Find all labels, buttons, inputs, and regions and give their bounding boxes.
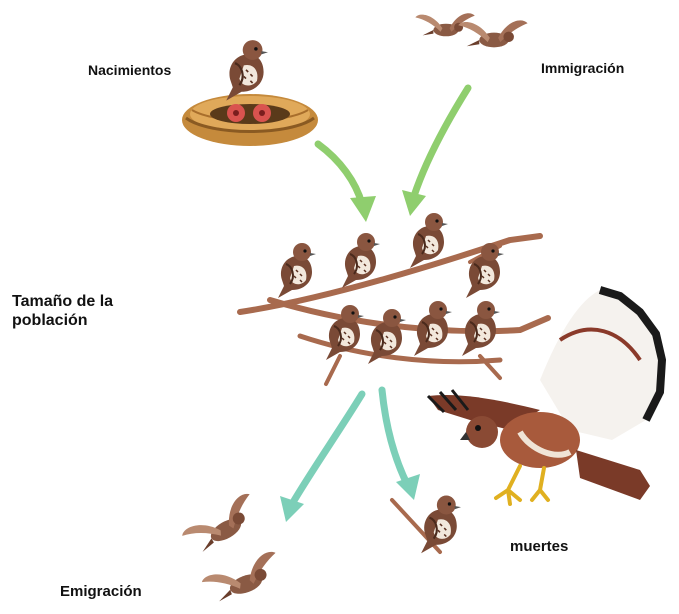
deaths-label: muertes (510, 538, 568, 555)
outflow-arrows (280, 390, 420, 522)
population-size-line1: Tamaño de la (12, 293, 113, 310)
caught-sparrow-icon (392, 496, 461, 554)
nest-with-chicks-icon (182, 40, 318, 146)
flying-sparrows-icon (415, 13, 527, 47)
population-size-line2: población (12, 312, 88, 329)
perched-sparrows-icon (240, 213, 548, 384)
population-size-label: Tamaño de la población (12, 292, 113, 330)
emigration-label: Emigración (60, 583, 142, 600)
inflow-arrows (318, 88, 468, 222)
emigrating-sparrows-icon (179, 491, 284, 605)
immigration-label: Immigración (541, 60, 624, 76)
births-label: Nacimientos (88, 62, 171, 78)
